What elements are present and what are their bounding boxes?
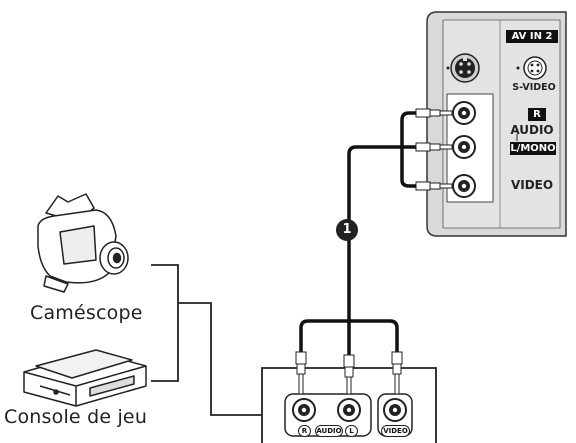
source-audio-label: AUDIO (315, 425, 343, 437)
camcorder-icon (37, 193, 129, 293)
game-console-icon (23, 349, 147, 407)
svideo-port-right (516, 56, 547, 80)
svideo-port-left (446, 53, 480, 83)
step-1-badge: 1 (336, 219, 358, 241)
source-video-label: VIDEO (381, 425, 410, 437)
tv-rca-jacks (452, 101, 518, 198)
source-l-label: L (345, 425, 358, 437)
tv-rca-plugs (415, 108, 453, 191)
source-rca-plugs (295, 351, 403, 395)
camcorder-label: Caméscope (30, 302, 143, 324)
source-r-label: R (298, 425, 311, 437)
audio-label: AUDIO (510, 123, 554, 137)
audio-r-tag: R (528, 108, 546, 121)
video-label: VIDEO (510, 178, 554, 192)
game-console-label: Console de jeu (4, 406, 148, 428)
device-bracket (151, 264, 262, 416)
av-cables (299, 111, 416, 355)
av-in-2-title: AV IN 2 (506, 30, 558, 43)
lmono-tag: L/MONO (510, 142, 556, 155)
svideo-label: S-VIDEO (512, 82, 556, 93)
